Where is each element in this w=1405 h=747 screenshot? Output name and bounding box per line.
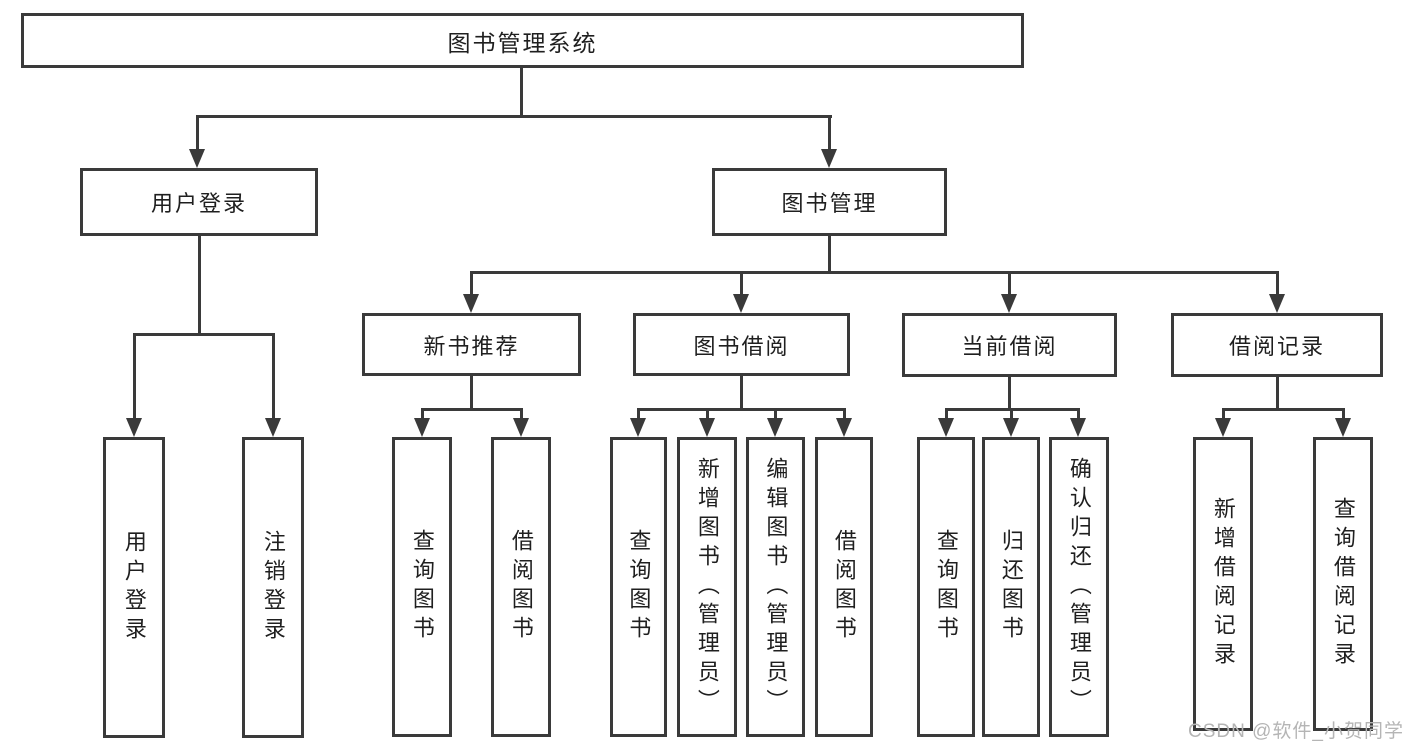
connector-to-leaf-query-borrow — [637, 408, 640, 420]
node-user-login-label: 用户登录 — [150, 191, 247, 216]
arrow-leaf-logout-icon — [265, 418, 281, 437]
arrow-leaf-add-books-icon — [699, 418, 715, 437]
connector-to-leaf-query-current — [945, 408, 948, 420]
node-borrow-records-label: 借阅记录 — [1228, 334, 1325, 359]
connector-book-borrow-rail — [637, 408, 846, 411]
leaf-edit-books-admin: 编辑图书（管理员） — [746, 437, 805, 737]
connector-user-login-rail — [133, 333, 275, 336]
arrow-leaf-user-login-icon — [126, 418, 142, 437]
arrow-leaf-query-record-icon — [1335, 418, 1351, 437]
node-root: 图书管理系统 — [21, 13, 1024, 68]
connector-user-login-trunk — [198, 236, 201, 335]
arrow-leaf-edit-books-icon — [767, 418, 783, 437]
leaf-query-books-borrow: 查询图书 — [610, 437, 667, 737]
leaf-logout: 注销登录 — [242, 437, 304, 738]
arrow-leaf-add-record-icon — [1215, 418, 1231, 437]
connector-current-borrow-trunk — [1008, 377, 1011, 410]
node-book-borrow: 图书借阅 — [633, 313, 850, 376]
node-current-borrow-label: 当前借阅 — [961, 334, 1058, 359]
node-book-borrow-label: 图书借阅 — [693, 333, 790, 359]
connector-root-trunk — [520, 68, 523, 117]
connector-borrow-records-trunk — [1276, 377, 1279, 410]
connector-new-book-recommend-trunk — [470, 376, 473, 410]
arrow-leaf-query-recommend-icon — [414, 418, 430, 437]
connector-to-leaf-return-books — [1010, 408, 1013, 420]
connector-to-book-borrow — [740, 271, 743, 297]
connector-to-leaf-user-login — [133, 333, 136, 419]
connector-book-management-trunk — [828, 236, 831, 274]
arrow-leaf-query-borrow-icon — [630, 418, 646, 437]
leaf-query-books-recommend: 查询图书 — [392, 437, 452, 737]
leaf-return-books: 归还图书 — [982, 437, 1040, 737]
connector-to-leaf-edit-books — [774, 408, 777, 420]
arrow-borrow-records-icon — [1269, 294, 1285, 313]
connector-borrow-records-rail — [1222, 408, 1344, 411]
connector-to-leaf-add-record — [1222, 408, 1225, 420]
connector-new-book-recommend-rail — [421, 408, 523, 411]
leaf-confirm-return-admin: 确认归还（管理员） — [1049, 437, 1109, 737]
connector-level2-rail — [196, 115, 832, 118]
leaf-query-borrow-record: 查询借阅记录 — [1313, 437, 1373, 731]
connector-to-book-management — [828, 115, 831, 151]
leaf-borrow-books-recommend: 借阅图书 — [491, 437, 551, 737]
leaf-user-login: 用户登录 — [103, 437, 165, 738]
leaf-query-books-current: 查询图书 — [917, 437, 975, 737]
node-current-borrow: 当前借阅 — [902, 313, 1117, 377]
arrow-book-borrow-icon — [733, 294, 749, 313]
arrow-leaf-confirm-return-icon — [1070, 418, 1086, 437]
node-new-book-recommend-label: 新书推荐 — [423, 333, 520, 359]
connector-to-current-borrow — [1008, 271, 1011, 297]
arrow-leaf-borrow-books-icon — [836, 418, 852, 437]
connector-to-leaf-confirm-return — [1077, 408, 1080, 420]
node-user-login: 用户登录 — [80, 168, 318, 236]
connector-level3-rail — [470, 271, 1279, 274]
node-root-label: 图书管理系统 — [447, 29, 598, 56]
node-new-book-recommend: 新书推荐 — [362, 313, 581, 376]
arrow-user-login-icon — [189, 149, 205, 168]
connector-to-leaf-borrow-recommend — [520, 408, 523, 420]
connector-to-leaf-query-recommend — [421, 408, 424, 420]
connector-to-leaf-borrow-books — [843, 408, 846, 420]
connector-book-borrow-trunk — [740, 376, 743, 410]
arrow-leaf-return-books-icon — [1003, 418, 1019, 437]
arrow-new-book-recommend-icon — [463, 294, 479, 313]
node-book-management-label: 图书管理 — [781, 191, 878, 216]
connector-to-leaf-logout — [272, 333, 275, 419]
connector-to-new-book-recommend — [470, 271, 473, 297]
leaf-add-books-admin: 新增图书（管理员） — [677, 437, 737, 737]
connector-to-user-login — [196, 115, 199, 151]
node-book-management: 图书管理 — [712, 168, 947, 236]
arrow-leaf-borrow-recommend-icon — [513, 418, 529, 437]
watermark: CSDN @软件_小贺同学 — [1188, 721, 1404, 742]
arrow-current-borrow-icon — [1001, 294, 1017, 313]
leaf-add-borrow-record: 新增借阅记录 — [1193, 437, 1253, 731]
leaf-borrow-books: 借阅图书 — [815, 437, 873, 737]
connector-to-leaf-add-books — [706, 408, 709, 420]
arrow-leaf-query-current-icon — [938, 418, 954, 437]
arrow-book-management-icon — [821, 149, 837, 168]
connector-to-leaf-query-record — [1342, 408, 1345, 420]
connector-to-borrow-records — [1276, 271, 1279, 297]
node-borrow-records: 借阅记录 — [1171, 313, 1383, 377]
